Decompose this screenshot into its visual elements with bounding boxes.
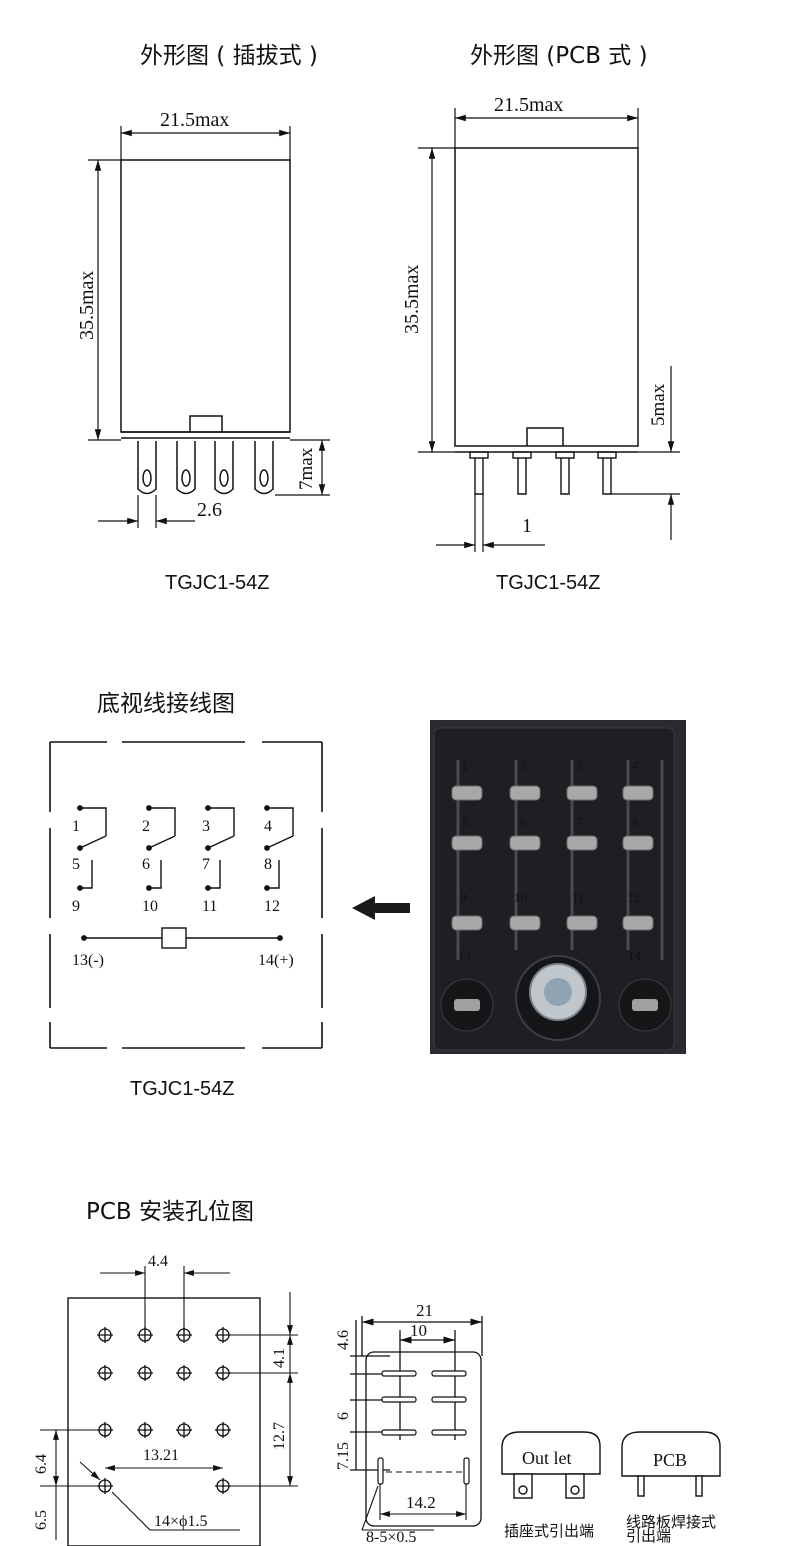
hole-right-dim-2: 12.7	[271, 1422, 288, 1450]
socket-v2-dim: 6	[335, 1412, 352, 1420]
pin-label-8: 8	[264, 856, 272, 873]
pcb-height-dim: 35.5max	[401, 265, 423, 334]
photo-label-1: 1	[462, 758, 469, 773]
photo-label-2: 2	[520, 758, 527, 773]
relay-bottom-photo: 1 2 3 4 5 6 7 8 9 10 11 12 13 14	[430, 720, 686, 1054]
photo-label-9: 9	[460, 890, 467, 905]
socket-inner-dim: 10	[410, 1321, 427, 1340]
hole-left-dim-2: 6.5	[33, 1510, 50, 1530]
socket-slot-dim: 8-5×0.5	[366, 1529, 416, 1546]
pin-label-3: 3	[202, 818, 210, 835]
pin-label-4: 4	[264, 818, 272, 835]
coil-symbol	[81, 927, 283, 949]
pin-label-5: 5	[72, 856, 80, 873]
photo-label-4: 4	[632, 758, 639, 773]
bottom-view-title: 底视线接线图	[97, 691, 235, 717]
pin-label-7: 7	[202, 856, 210, 873]
wiring-frame	[49, 741, 323, 1049]
photo-label-13: 13	[458, 948, 471, 963]
pin-label-10: 10	[142, 898, 158, 915]
pin-label-11: 11	[202, 898, 217, 915]
photo-label-7: 7	[576, 814, 583, 829]
outlet-terminal-desc: 插座式引出端	[504, 1522, 595, 1540]
pcb-terminal-desc-1: 线路板焊接式	[626, 1513, 717, 1531]
pin-label-2: 2	[142, 818, 150, 835]
plugin-model-label: TGJC1-54Z	[165, 572, 270, 594]
plugin-width-dim: 21.5max	[160, 109, 229, 131]
pin-label-9: 9	[72, 898, 80, 915]
pcb-model-label: TGJC1-54Z	[496, 572, 601, 594]
socket-width-dim: 21	[416, 1301, 433, 1320]
pin-label-6: 6	[142, 856, 150, 873]
socket-v3-dim: 7.15	[335, 1442, 352, 1470]
outlet-label: Out let	[522, 1448, 572, 1468]
socket-slots	[377, 1370, 470, 1485]
plugin-height-dim: 35.5max	[76, 271, 98, 340]
hole-frame	[67, 1297, 261, 1546]
socket-v1-dim: 4.6	[335, 1330, 352, 1350]
hole-top-dim: 4.4	[148, 1253, 168, 1270]
pcb-holes-title: PCB 安装孔位图	[86, 1199, 255, 1225]
photo-label-6: 6	[520, 814, 527, 829]
hole-right-dim-1: 4.1	[271, 1348, 288, 1368]
pcb-terminal-desc-2: 引出端	[626, 1527, 672, 1545]
contact-symbols	[77, 805, 294, 891]
photo-label-3: 3	[576, 758, 583, 773]
pcb-pins	[469, 451, 617, 495]
hole-mid-dim: 13.21	[143, 1447, 179, 1464]
hole-diameter-dim: 14×ϕ1.5	[154, 1513, 207, 1530]
bottom-model-label: TGJC1-54Z	[130, 1078, 235, 1100]
plugin-outline-title: 外形图 ( 插拔式 )	[140, 43, 318, 69]
coil-minus-label: 13(-)	[72, 952, 104, 969]
plugin-body	[120, 159, 291, 439]
pin-label-1: 1	[72, 818, 80, 835]
plugin-pins	[137, 441, 274, 495]
pcb-terminal-icon	[621, 1431, 721, 1497]
plugin-dim-lines	[88, 126, 330, 528]
pcb-terminal-label: PCB	[653, 1450, 687, 1470]
outlet-terminal-icon	[501, 1431, 601, 1499]
pcb-dim-lines	[418, 108, 680, 552]
photo-label-11: 11	[572, 890, 585, 905]
coil-plus-label: 14(+)	[258, 952, 294, 969]
pin-label-12: 12	[264, 898, 280, 915]
photo-label-10: 10	[514, 890, 527, 905]
plugin-pin-length-dim: 7max	[296, 447, 317, 490]
pcb-outline-title: 外形图 (PCB 式 )	[470, 43, 648, 69]
photo-label-12: 12	[627, 890, 640, 905]
pcb-pin-width-dim: 1	[522, 515, 532, 537]
photo-label-8: 8	[632, 814, 639, 829]
photo-label-5: 5	[462, 814, 469, 829]
socket-bottom-dim: 14.2	[406, 1493, 436, 1512]
plugin-pin-pitch-dim: 2.6	[197, 499, 222, 521]
pcb-pin-length-dim: 5max	[648, 383, 669, 426]
photo-label-14: 14	[628, 948, 642, 963]
hole-dim-lines	[40, 1266, 298, 1540]
arrow-left-icon	[352, 896, 410, 920]
pcb-width-dim: 21.5max	[494, 94, 563, 116]
hole-left-dim-1: 6.4	[33, 1454, 50, 1474]
